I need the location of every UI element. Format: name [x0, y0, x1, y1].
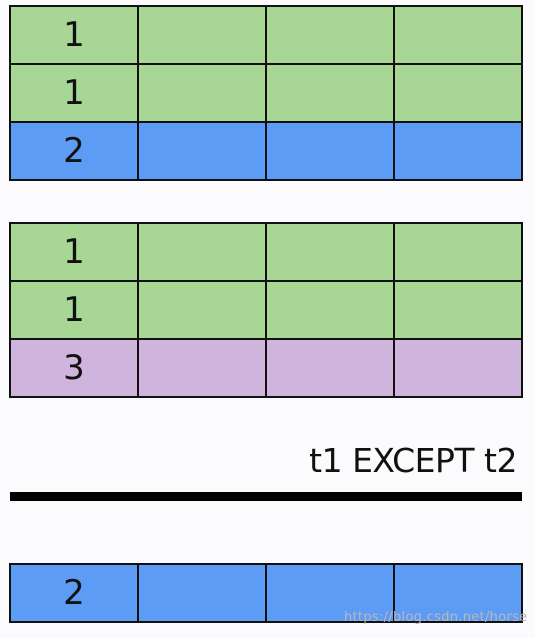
data-cell: [137, 121, 267, 181]
data-cell: [393, 280, 523, 340]
table-result: 2: [9, 563, 523, 623]
table-row: 1: [9, 222, 523, 282]
key-cell: 2: [9, 121, 139, 181]
key-cell: 1: [9, 280, 139, 340]
data-cell: [265, 121, 395, 181]
table-row: 1: [9, 280, 523, 340]
key-cell: 1: [9, 63, 139, 123]
data-cell: [265, 5, 395, 65]
data-cell: [393, 222, 523, 282]
key-cell: 3: [9, 338, 139, 398]
data-cell: [393, 63, 523, 123]
data-cell: [393, 121, 523, 181]
table-row: 3: [9, 338, 523, 398]
table-row: 2: [9, 563, 523, 623]
data-cell: [265, 222, 395, 282]
key-cell: 1: [9, 5, 139, 65]
data-cell: [137, 5, 267, 65]
data-cell: [393, 338, 523, 398]
data-cell: [137, 63, 267, 123]
data-cell: [265, 563, 395, 623]
table-row: 1: [9, 63, 523, 123]
data-cell: [393, 563, 523, 623]
key-cell: 1: [9, 222, 139, 282]
data-cell: [265, 280, 395, 340]
data-cell: [137, 563, 267, 623]
data-cell: [265, 63, 395, 123]
operation-label: t1 EXCEPT t2: [309, 441, 517, 480]
data-cell: [393, 5, 523, 65]
data-cell: [137, 280, 267, 340]
data-cell: [137, 222, 267, 282]
data-cell: [265, 338, 395, 398]
table-row: 2: [9, 121, 523, 181]
data-cell: [137, 338, 267, 398]
result-divider: [10, 492, 522, 501]
watermark: https://blog.csdn.net/horse: [344, 610, 528, 625]
table-row: 1: [9, 5, 523, 65]
key-cell: 2: [9, 563, 139, 623]
